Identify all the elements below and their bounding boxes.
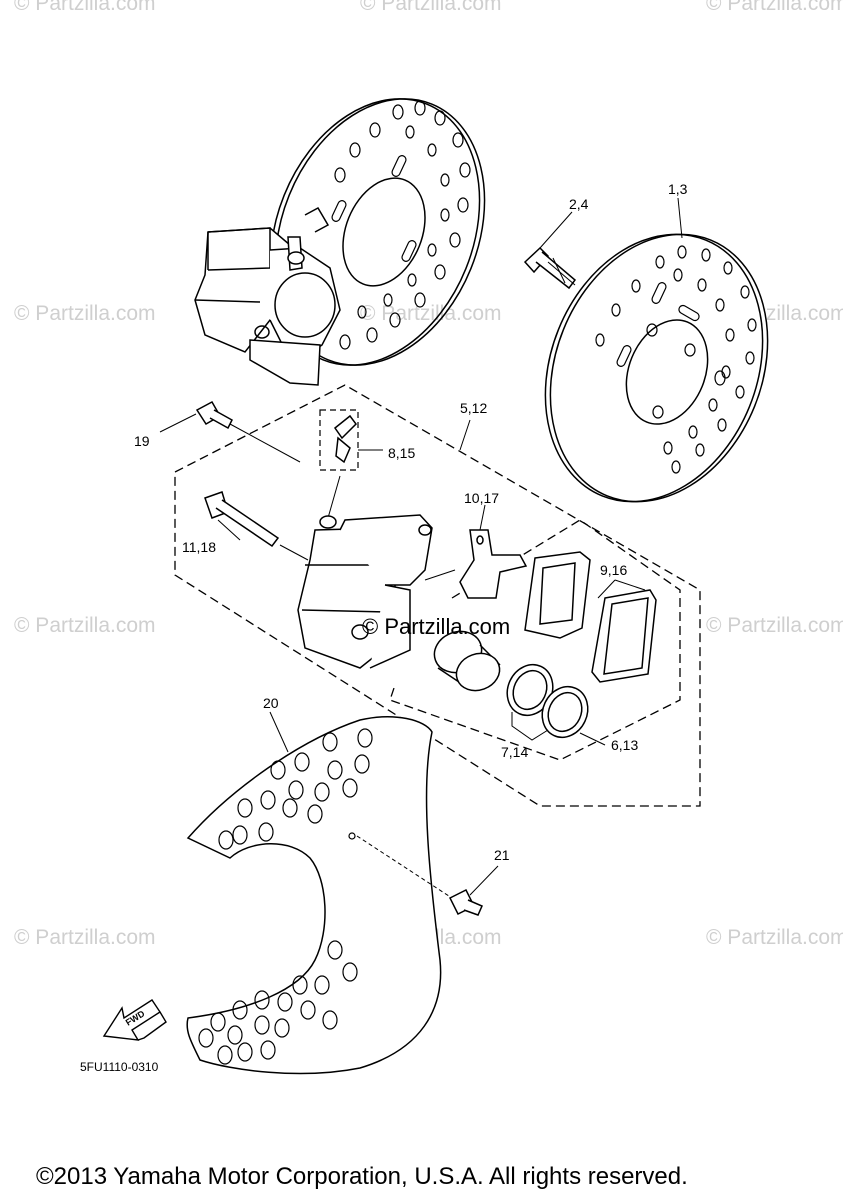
callout-7-14[interactable]: 7,14 [501, 744, 529, 760]
callout-10-17[interactable]: 10,17 [464, 490, 500, 506]
callout-21[interactable]: 21 [494, 847, 510, 863]
piston-seals-part [506, 663, 606, 746]
assembled-disc [194, 98, 486, 386]
watermark: © Partzilla.com [360, 302, 502, 325]
callout-11-18[interactable]: 11,18 [182, 539, 216, 555]
watermark: © Partzilla.com [706, 926, 843, 949]
pad-spring-part [459, 504, 528, 599]
bolt-19-part [159, 400, 341, 519]
watermark: © Partzilla.com [14, 0, 156, 15]
bleed-screw-part [319, 409, 383, 471]
brake-pads-part [524, 551, 657, 683]
watermark: © Partzilla.com [14, 614, 156, 637]
callout-6-13[interactable]: 6,13 [611, 737, 639, 753]
caliper-assembly-box [174, 384, 701, 807]
disc-guard-part [186, 711, 456, 1075]
slide-pin-part [204, 491, 309, 561]
disc-bolt-part [523, 211, 577, 290]
callout-2-4[interactable]: 2,4 [569, 196, 589, 212]
callout-8-15[interactable]: 8,15 [388, 445, 416, 461]
brake-disc-part [544, 197, 769, 503]
seal-kit-box [389, 519, 681, 761]
leader-line [459, 419, 471, 451]
copyright-text: ©2013 Yamaha Motor Corporation, U.S.A. A… [36, 1163, 688, 1190]
watermark: © Partzilla.com [360, 0, 502, 15]
watermark: © Partzilla.com [14, 926, 156, 949]
piston-part [433, 630, 501, 692]
callout-19[interactable]: 19 [134, 433, 150, 449]
watermark: © Partzilla.com [14, 302, 156, 325]
watermark: © Partzilla.com [706, 614, 843, 637]
center-watermark: © Partzilla.com [362, 614, 511, 639]
diagram-code: 5FU1110-0310 [80, 1060, 159, 1074]
watermark: © Partzilla.com [706, 0, 843, 15]
bolt-21-part [448, 865, 499, 916]
callout-9-16[interactable]: 9,16 [600, 562, 628, 578]
caliper-body-part [297, 514, 456, 669]
callout-20[interactable]: 20 [263, 695, 279, 711]
fwd-arrow-icon [102, 999, 167, 1041]
callout-5-12[interactable]: 5,12 [460, 400, 488, 416]
callout-1-3[interactable]: 1,3 [668, 181, 688, 197]
